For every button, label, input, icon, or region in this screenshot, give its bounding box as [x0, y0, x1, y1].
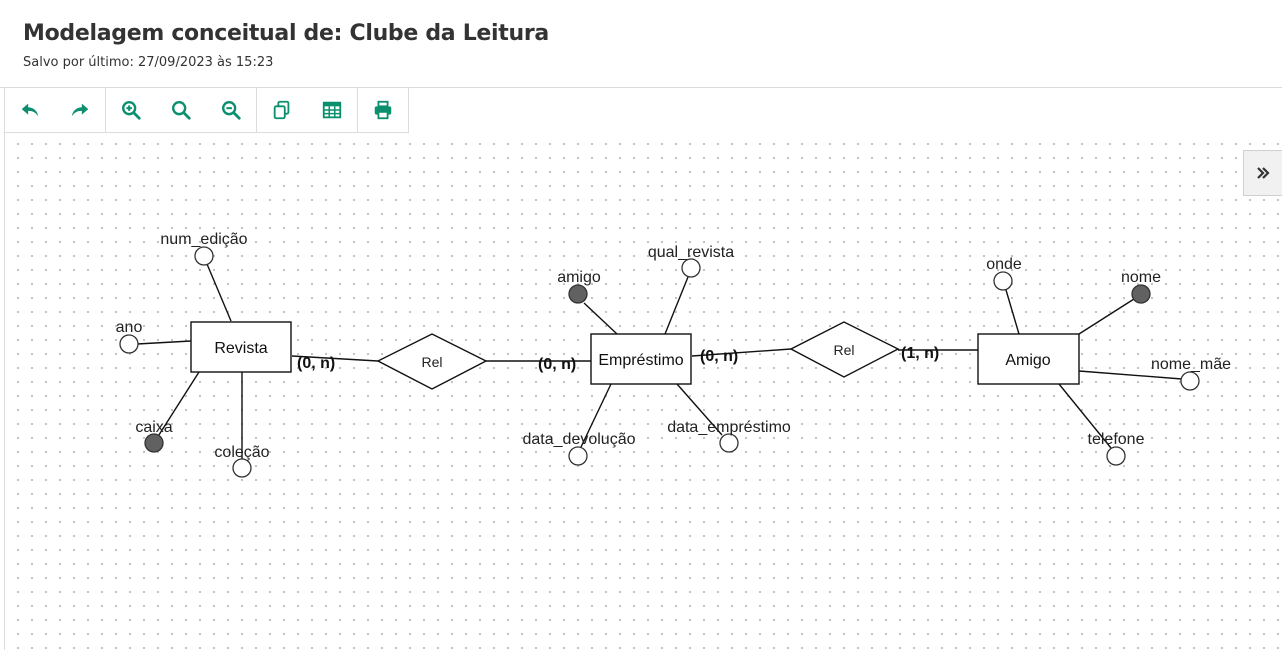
attribute-nome-identifier-marker[interactable]	[1131, 284, 1151, 304]
attribute-data-emprestimo-marker[interactable]	[719, 433, 739, 453]
attribute-num-edicao-marker[interactable]	[194, 246, 214, 266]
table-button[interactable]	[307, 88, 357, 132]
attribute-onde-marker[interactable]	[993, 271, 1013, 291]
redo-button[interactable]	[55, 88, 105, 132]
attribute-nome-mae-marker[interactable]	[1180, 371, 1200, 391]
entity-amigo[interactable]: Amigo	[977, 333, 1080, 385]
zoom-out-icon	[222, 101, 241, 120]
relationship-rel-2[interactable]: Rel	[789, 321, 900, 378]
cardinality-revista-rel1: (0, n)	[297, 355, 335, 372]
attribute-nome-mae-label: nome_mãe	[1151, 356, 1231, 373]
print-icon	[374, 100, 392, 120]
cardinality-amigo-rel2: (1, n)	[901, 345, 939, 362]
attribute-data-devolucao-label: data_devolução	[523, 431, 636, 448]
print-group	[358, 88, 409, 132]
page-title: Modelagem conceitual de: Clube da Leitur…	[23, 21, 549, 46]
attribute-nome-label: nome	[1121, 269, 1161, 286]
attribute-caixa-label: caixa	[135, 419, 172, 436]
cardinality-emprestimo-rel1: (0, n)	[538, 356, 576, 373]
double-chevron-right-icon	[1257, 167, 1270, 179]
relationship-rel-2-label: Rel	[833, 342, 854, 358]
copy-button[interactable]	[257, 88, 307, 132]
attribute-telefone-marker[interactable]	[1106, 446, 1126, 466]
entity-revista-label: Revista	[214, 340, 267, 357]
attribute-qual-revista-marker[interactable]	[681, 258, 701, 278]
attribute-data-emprestimo-label: data_empréstimo	[667, 419, 791, 436]
attribute-qual-revista-label: qual_revista	[648, 244, 734, 261]
convert-group	[257, 88, 358, 132]
zoom-in-button[interactable]	[106, 88, 156, 132]
entity-emprestimo[interactable]: Empréstimo	[590, 333, 692, 385]
copy-icon	[273, 100, 290, 120]
attribute-telefone-label: telefone	[1088, 431, 1145, 448]
attribute-onde-label: onde	[986, 256, 1022, 273]
attribute-ano-marker[interactable]	[119, 334, 139, 354]
redo-icon	[71, 103, 89, 117]
cardinality-emprestimo-rel2: (0, n)	[700, 348, 738, 365]
zoom-in-icon	[122, 101, 141, 120]
undo-icon	[21, 103, 39, 117]
toolbar	[4, 88, 409, 133]
attribute-ano-label: ano	[116, 319, 143, 336]
print-button[interactable]	[358, 88, 408, 132]
zoom-group	[106, 88, 257, 132]
entity-revista[interactable]: Revista	[190, 321, 292, 373]
last-saved-status: Salvo por último: 27/09/2023 às 15:23	[23, 55, 274, 70]
attribute-colecao-label: coleção	[214, 444, 269, 461]
zoom-out-button[interactable]	[206, 88, 256, 132]
zoom-reset-button[interactable]	[156, 88, 206, 132]
relationship-rel-1[interactable]: Rel	[376, 333, 488, 390]
attribute-colecao-marker[interactable]	[232, 458, 252, 478]
table-icon	[322, 101, 342, 119]
side-panel-toggle[interactable]	[1243, 150, 1282, 196]
attribute-amigo-identifier-marker[interactable]	[568, 284, 588, 304]
entity-emprestimo-label: Empréstimo	[598, 352, 683, 369]
page-header: Modelagem conceitual de: Clube da Leitur…	[0, 0, 1282, 88]
history-group	[5, 88, 106, 132]
attribute-data-devolucao-marker[interactable]	[568, 446, 588, 466]
attribute-amigo-label: amigo	[557, 269, 601, 286]
entity-amigo-label: Amigo	[1005, 352, 1050, 369]
undo-button[interactable]	[5, 88, 55, 132]
attribute-num-edicao-label: num_edição	[160, 231, 247, 248]
relationship-rel-1-label: Rel	[421, 354, 442, 370]
attribute-caixa-identifier-marker[interactable]	[144, 433, 164, 453]
diagram-canvas[interactable]	[4, 133, 1282, 650]
zoom-reset-icon	[172, 101, 191, 120]
